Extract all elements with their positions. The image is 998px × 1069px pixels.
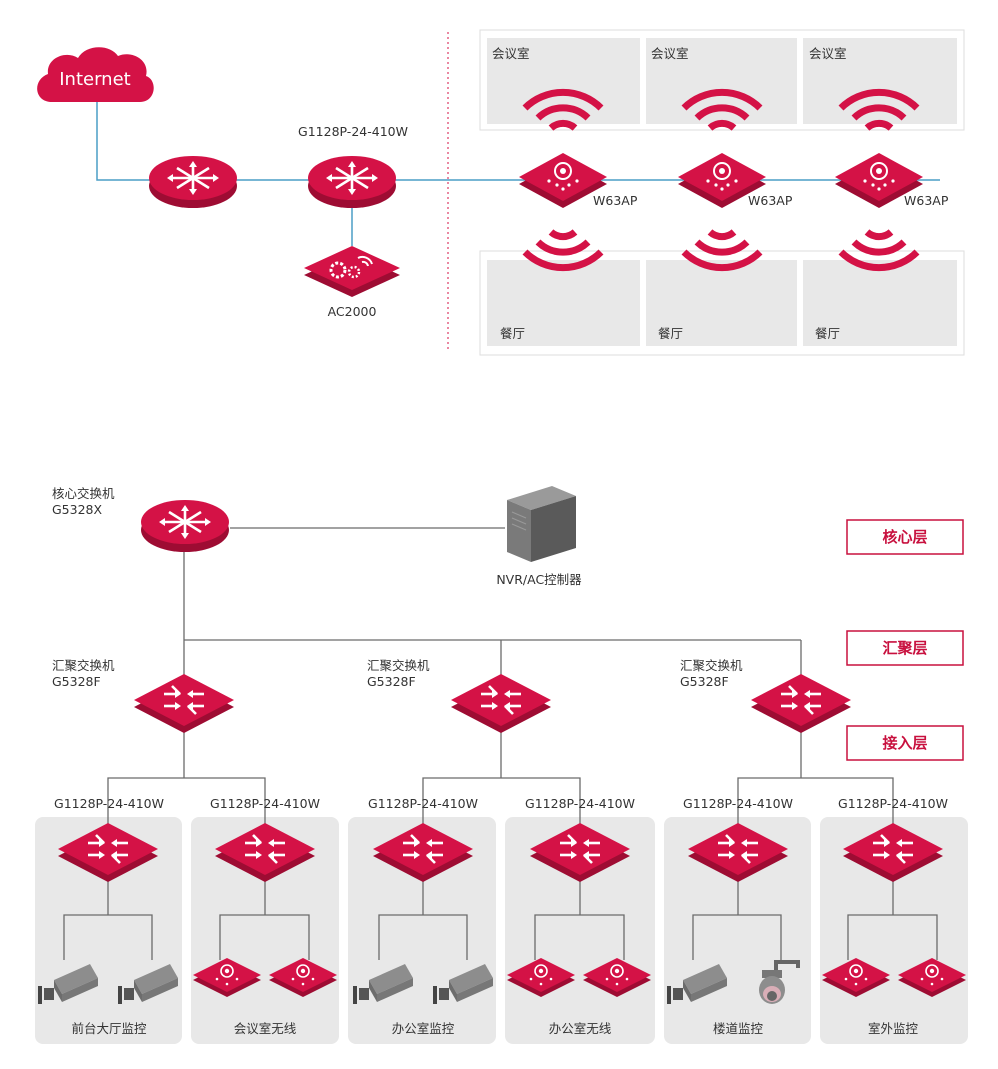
ap-label: W63AP <box>593 193 638 208</box>
access-switch-model: G1128P-24-410W <box>54 796 164 811</box>
restaurant-3 <box>803 260 957 346</box>
aggregation-switch-model: G5328F <box>367 674 416 689</box>
aggregation-switch-icon <box>132 672 236 735</box>
controller-label: AC2000 <box>328 304 377 319</box>
ap-label: W63AP <box>904 193 949 208</box>
aggregation-switch-title: 汇聚交换机 <box>52 658 115 673</box>
core-switch-title: 核心交换机 <box>52 486 115 501</box>
aggregation-switch-model: G5328F <box>680 674 729 689</box>
layer-tag-access: 接入层 <box>882 734 927 752</box>
meeting-room-label: 会议室 <box>492 46 530 61</box>
aggregation-switch-title: 汇聚交换机 <box>367 658 430 673</box>
aggregation-switch-icon <box>449 672 553 735</box>
edge-router-icon <box>147 154 239 210</box>
restaurant-label: 餐厅 <box>658 326 683 341</box>
core-switch-label: G1128P-24-410W <box>298 124 408 139</box>
area-label: 前台大厅监控 <box>71 1021 147 1036</box>
network-links <box>63 527 938 960</box>
nvr-label: NVR/AC控制器 <box>496 572 582 587</box>
access-switch-model: G1128P-24-410W <box>838 796 948 811</box>
access-panels <box>35 817 968 1044</box>
internet-label: Internet <box>59 69 130 90</box>
core-switch-icon <box>139 498 231 554</box>
access-switch-model: G1128P-24-410W <box>525 796 635 811</box>
access-switch-model: G1128P-24-410W <box>368 796 478 811</box>
aggregation-switch-icon <box>749 672 853 735</box>
area-label: 办公室无线 <box>549 1021 612 1036</box>
ac-controller-icon <box>304 246 400 297</box>
dome-camera-icon <box>759 960 800 1004</box>
layer-tag-aggregation: 汇聚层 <box>882 639 927 657</box>
restaurant-2 <box>646 260 797 346</box>
layer-tag-core: 核心层 <box>882 528 927 546</box>
restaurant-label: 餐厅 <box>815 326 840 341</box>
aggregation-switch-model: G5328F <box>52 674 101 689</box>
campus-topology: 核心交换机 G5328X NVR/AC控制器 核心层 汇聚层 接入层 汇聚交换机… <box>35 486 968 1044</box>
restaurant-label: 餐厅 <box>500 326 525 341</box>
restaurant-1 <box>487 260 640 346</box>
wlan-topology: 会议室 会议室 会议室 餐厅 餐厅 餐厅 Internet G1128P-24-… <box>37 29 965 356</box>
ap-label: W63AP <box>748 193 793 208</box>
meeting-room-label: 会议室 <box>651 46 689 61</box>
area-label: 办公室监控 <box>392 1021 455 1036</box>
meeting-room-label: 会议室 <box>809 46 847 61</box>
core-switch-model: G5328X <box>52 502 102 517</box>
layer-tags: 核心层 汇聚层 接入层 <box>846 519 964 761</box>
aggregation-switch-title: 汇聚交换机 <box>680 658 743 673</box>
internet-cloud: Internet <box>37 47 154 102</box>
area-label: 楼道监控 <box>713 1021 764 1036</box>
access-switch-model: G1128P-24-410W <box>210 796 320 811</box>
access-switch-model: G1128P-24-410W <box>683 796 793 811</box>
area-label: 室外监控 <box>868 1021 919 1036</box>
core-router-icon <box>306 154 398 210</box>
area-label: 会议室无线 <box>234 1021 297 1036</box>
server-icon <box>507 486 576 562</box>
